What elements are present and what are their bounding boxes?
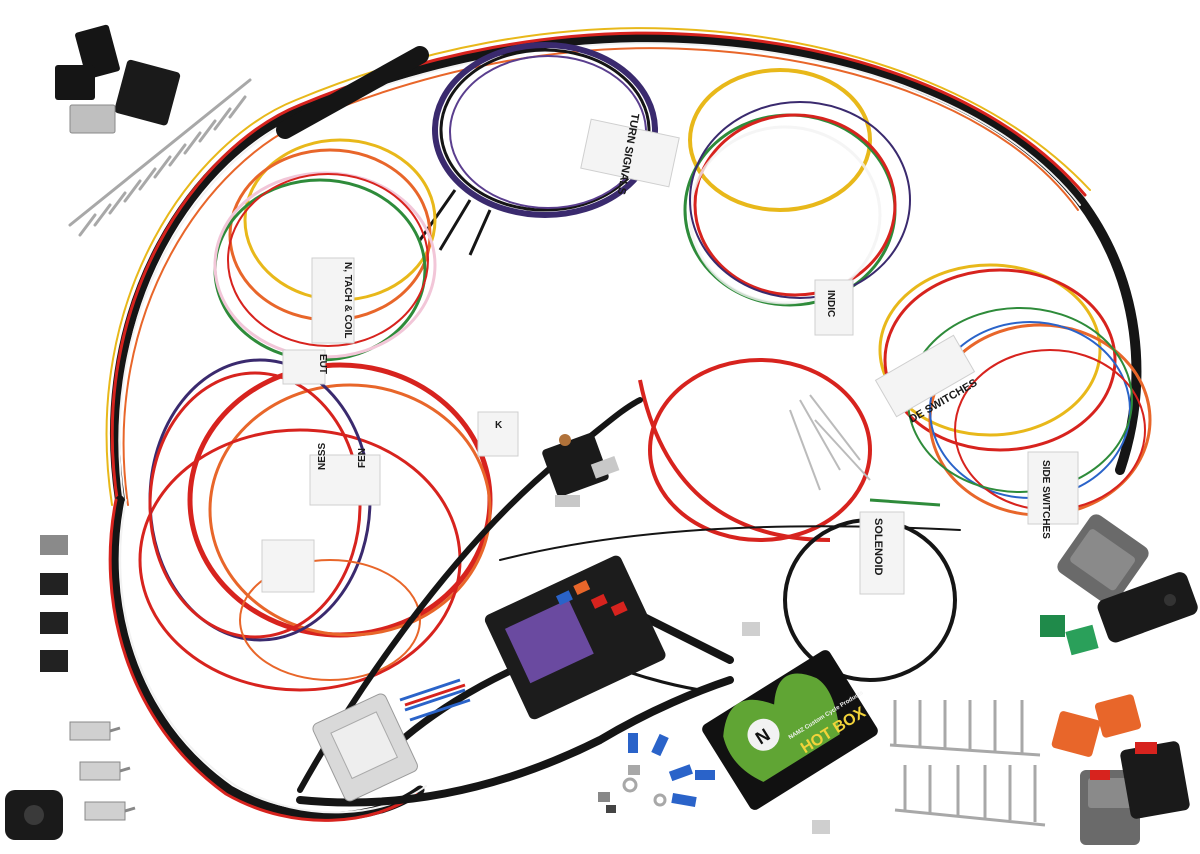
- main-harness-trunk: [105, 27, 1142, 822]
- pin-row-bottom: [894, 765, 1046, 827]
- label-tag-k: K: [477, 411, 519, 457]
- harness-connector: [312, 678, 471, 802]
- terminal-pins-strip: [68, 78, 252, 237]
- hot-box-module: N HOT BOX NAMZ Custom Cycle Products: [702, 622, 878, 834]
- connector-clips-left: [40, 535, 68, 672]
- label-tag-blank: [261, 539, 315, 593]
- wire-loop-turn-signals: [418, 42, 658, 256]
- connector-housings-top-left: [55, 24, 181, 134]
- spade-terminals-left: [69, 721, 136, 821]
- deutsch-connector-gray-small: [1080, 770, 1140, 845]
- label-tach-coil: N, TACH & COIL: [342, 262, 353, 338]
- label-fender: FEN: [357, 448, 368, 468]
- label-side-switches-2: SIDE SWITCHES: [1040, 460, 1051, 539]
- wedge-lock-green: [1040, 615, 1099, 656]
- wedge-lock-orange: [1051, 694, 1142, 757]
- fuse-box: [484, 555, 666, 720]
- label-indic: INDIC: [825, 290, 836, 317]
- wire-loop-red-center: [638, 358, 941, 542]
- wire-loop-indicators: [683, 68, 911, 307]
- deutsch-connector-black-small: [1120, 741, 1190, 819]
- pin-row-top: [889, 700, 1041, 757]
- deutsch-connector-black: [1097, 572, 1198, 643]
- label-solenoid: SOLENOID: [872, 518, 884, 576]
- crimp-terminals-blue: [598, 733, 715, 813]
- deutsch-connector-gray: [1057, 514, 1149, 606]
- label-tag-indic: INDIC: [814, 279, 854, 336]
- label-tag-fender-harness: NESS FEN: [309, 442, 381, 506]
- label-eut: EUT: [317, 354, 328, 374]
- label-tag-eut: EUT: [282, 349, 328, 385]
- starter-relay: [542, 433, 620, 507]
- rubber-boot-bottom-left: [5, 790, 63, 840]
- wire-loop-fender: [138, 358, 493, 692]
- label-tag-solenoid: SOLENOID: [859, 511, 905, 595]
- label-harness: NESS: [317, 442, 328, 470]
- label-k: K: [495, 420, 503, 431]
- label-tag-side-switches-2: SIDE SWITCHES: [1027, 451, 1079, 539]
- label-tag-tach-coil: N, TACH & COIL: [311, 257, 355, 344]
